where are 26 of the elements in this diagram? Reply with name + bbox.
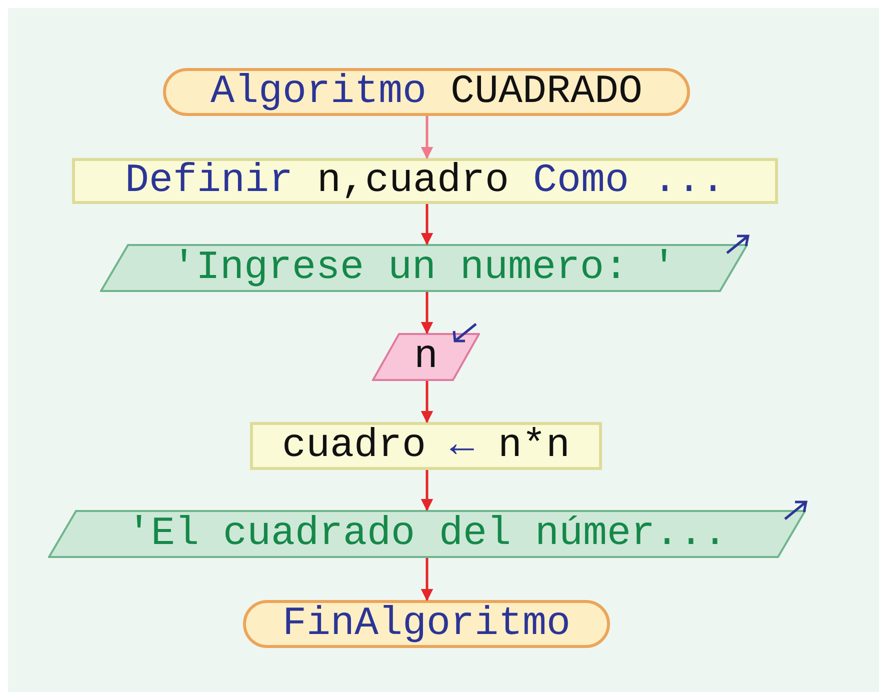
code-token: CUADRADO <box>450 70 643 114</box>
string-literal: 'El cuadrado del númer... <box>126 512 728 556</box>
flow-arrow <box>420 116 434 160</box>
end-terminal <box>243 600 610 648</box>
output-parallelogram <box>100 244 748 292</box>
code-token: n <box>414 334 438 380</box>
code-token: cuadro <box>282 424 426 468</box>
string-literal: 'Ingrese un numero: ' <box>172 246 676 290</box>
code-token: FinAlgoritmo <box>282 602 571 646</box>
code-token: n,cuadro <box>316 158 510 204</box>
code-token: Como <box>533 158 630 204</box>
code-token: ... <box>653 158 726 204</box>
flow-arrow <box>420 292 434 334</box>
process-box <box>250 422 602 470</box>
flow-arrow <box>420 381 434 424</box>
process-box <box>72 158 778 204</box>
code-token: Definir <box>124 158 293 204</box>
flow-arrow <box>420 558 434 602</box>
code-token: Algoritmo <box>210 70 426 114</box>
start-terminal <box>163 68 690 116</box>
output-parallelogram <box>48 510 806 558</box>
flow-arrow <box>420 204 434 246</box>
flow-arrow <box>420 470 434 512</box>
code-token: ← <box>450 424 474 468</box>
code-token: n*n <box>498 424 570 468</box>
input-parallelogram <box>372 333 480 381</box>
